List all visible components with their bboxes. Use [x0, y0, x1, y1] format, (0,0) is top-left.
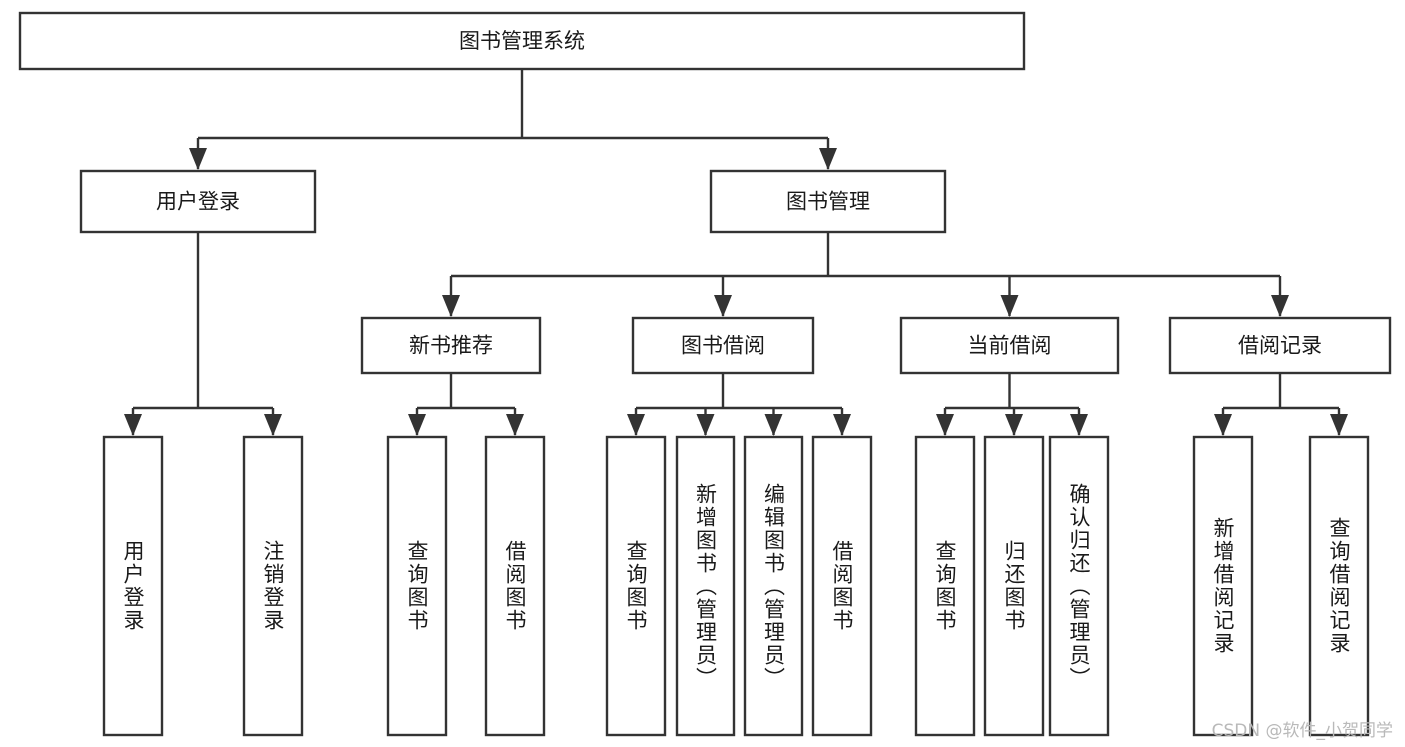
node-label-undefined: 图书管理系统 — [459, 29, 585, 53]
leaf-node-leaf-borrow-book-2[interactable] — [811, 435, 873, 737]
level2-node-user-login[interactable] — [79, 169, 317, 234]
node-label-book-manage: 图书管理 — [786, 190, 870, 214]
arrow-head-icon — [1000, 295, 1019, 317]
arrow-head-icon — [764, 414, 783, 436]
node-box-leaf-user-login — [102, 435, 164, 737]
leaf-node-leaf-add-record[interactable] — [1192, 435, 1254, 737]
leaf-node-leaf-user-login[interactable] — [102, 435, 164, 737]
node-box-leaf-query-book-2 — [605, 435, 667, 737]
connector-layer — [124, 69, 1348, 436]
node-box-leaf-add-record — [1192, 435, 1254, 737]
arrow-head-icon — [1214, 414, 1232, 436]
level2-node-book-manage[interactable] — [709, 169, 947, 234]
node-box-leaf-edit-book — [743, 435, 804, 737]
arrow-head-icon — [1005, 414, 1023, 436]
arrow-head-icon — [1271, 295, 1289, 317]
node-label-new-book-recommend: 新书推荐 — [409, 334, 493, 358]
node-box-leaf-query-record — [1308, 435, 1370, 737]
level3-node-borrow-record[interactable] — [1168, 316, 1392, 375]
arrow-head-icon — [442, 295, 460, 317]
node-box-leaf-return-book — [983, 435, 1045, 737]
arrow-head-icon — [819, 148, 837, 170]
node-box-leaf-borrow-book-2 — [811, 435, 873, 737]
arrow-head-icon — [1070, 414, 1088, 436]
leaf-node-leaf-edit-book[interactable] — [743, 435, 804, 737]
level3-node-new-book-recommend[interactable] — [360, 316, 542, 375]
node-box-layer — [18, 11, 1392, 737]
level3-node-book-borrow[interactable] — [631, 316, 815, 375]
arrow-head-icon — [264, 414, 282, 436]
csdn-watermark: CSDN @软件_小贺同学 — [1211, 721, 1393, 741]
leaf-node-leaf-borrow-book-1[interactable] — [484, 435, 546, 737]
leaf-node-leaf-logout[interactable] — [242, 435, 304, 737]
node-box-book-manage — [709, 169, 947, 234]
arrow-head-icon — [627, 414, 645, 436]
node-box-leaf-confirm-return — [1048, 435, 1110, 737]
node-label-borrow-record: 借阅记录 — [1238, 334, 1322, 358]
arrow-head-icon — [124, 414, 142, 436]
node-label-user-login: 用户登录 — [156, 190, 240, 214]
node-box-user-login — [79, 169, 317, 234]
node-box-leaf-borrow-book-1 — [484, 435, 546, 737]
root-node-undefined[interactable] — [18, 11, 1026, 71]
leaf-node-leaf-confirm-return[interactable] — [1048, 435, 1110, 737]
arrow-head-icon — [1330, 414, 1348, 436]
arrow-head-icon — [189, 148, 207, 170]
leaf-node-leaf-query-book-1[interactable] — [386, 435, 448, 737]
leaf-node-leaf-add-book[interactable] — [675, 435, 736, 737]
arrow-head-icon — [696, 414, 715, 436]
node-box-undefined — [18, 11, 1026, 71]
leaf-node-leaf-query-book-2[interactable] — [605, 435, 667, 737]
level3-node-current-borrow[interactable] — [899, 316, 1120, 375]
arrow-head-icon — [714, 295, 732, 317]
node-box-leaf-add-book — [675, 435, 736, 737]
arrow-head-icon — [506, 414, 524, 436]
leaf-node-leaf-query-book-3[interactable] — [914, 435, 976, 737]
arrow-head-icon — [408, 414, 426, 436]
arrow-head-icon — [936, 414, 954, 436]
leaf-node-leaf-return-book[interactable] — [983, 435, 1045, 737]
node-box-new-book-recommend — [360, 316, 542, 375]
arrow-head-icon — [833, 414, 851, 436]
node-label-current-borrow: 当前借阅 — [968, 334, 1052, 358]
node-box-borrow-record — [1168, 316, 1392, 375]
node-box-leaf-query-book-1 — [386, 435, 448, 737]
leaf-node-leaf-query-record[interactable] — [1308, 435, 1370, 737]
node-box-leaf-query-book-3 — [914, 435, 976, 737]
node-box-leaf-logout — [242, 435, 304, 737]
node-box-current-borrow — [899, 316, 1120, 375]
node-label-book-borrow: 图书借阅 — [681, 334, 765, 358]
node-box-book-borrow — [631, 316, 815, 375]
